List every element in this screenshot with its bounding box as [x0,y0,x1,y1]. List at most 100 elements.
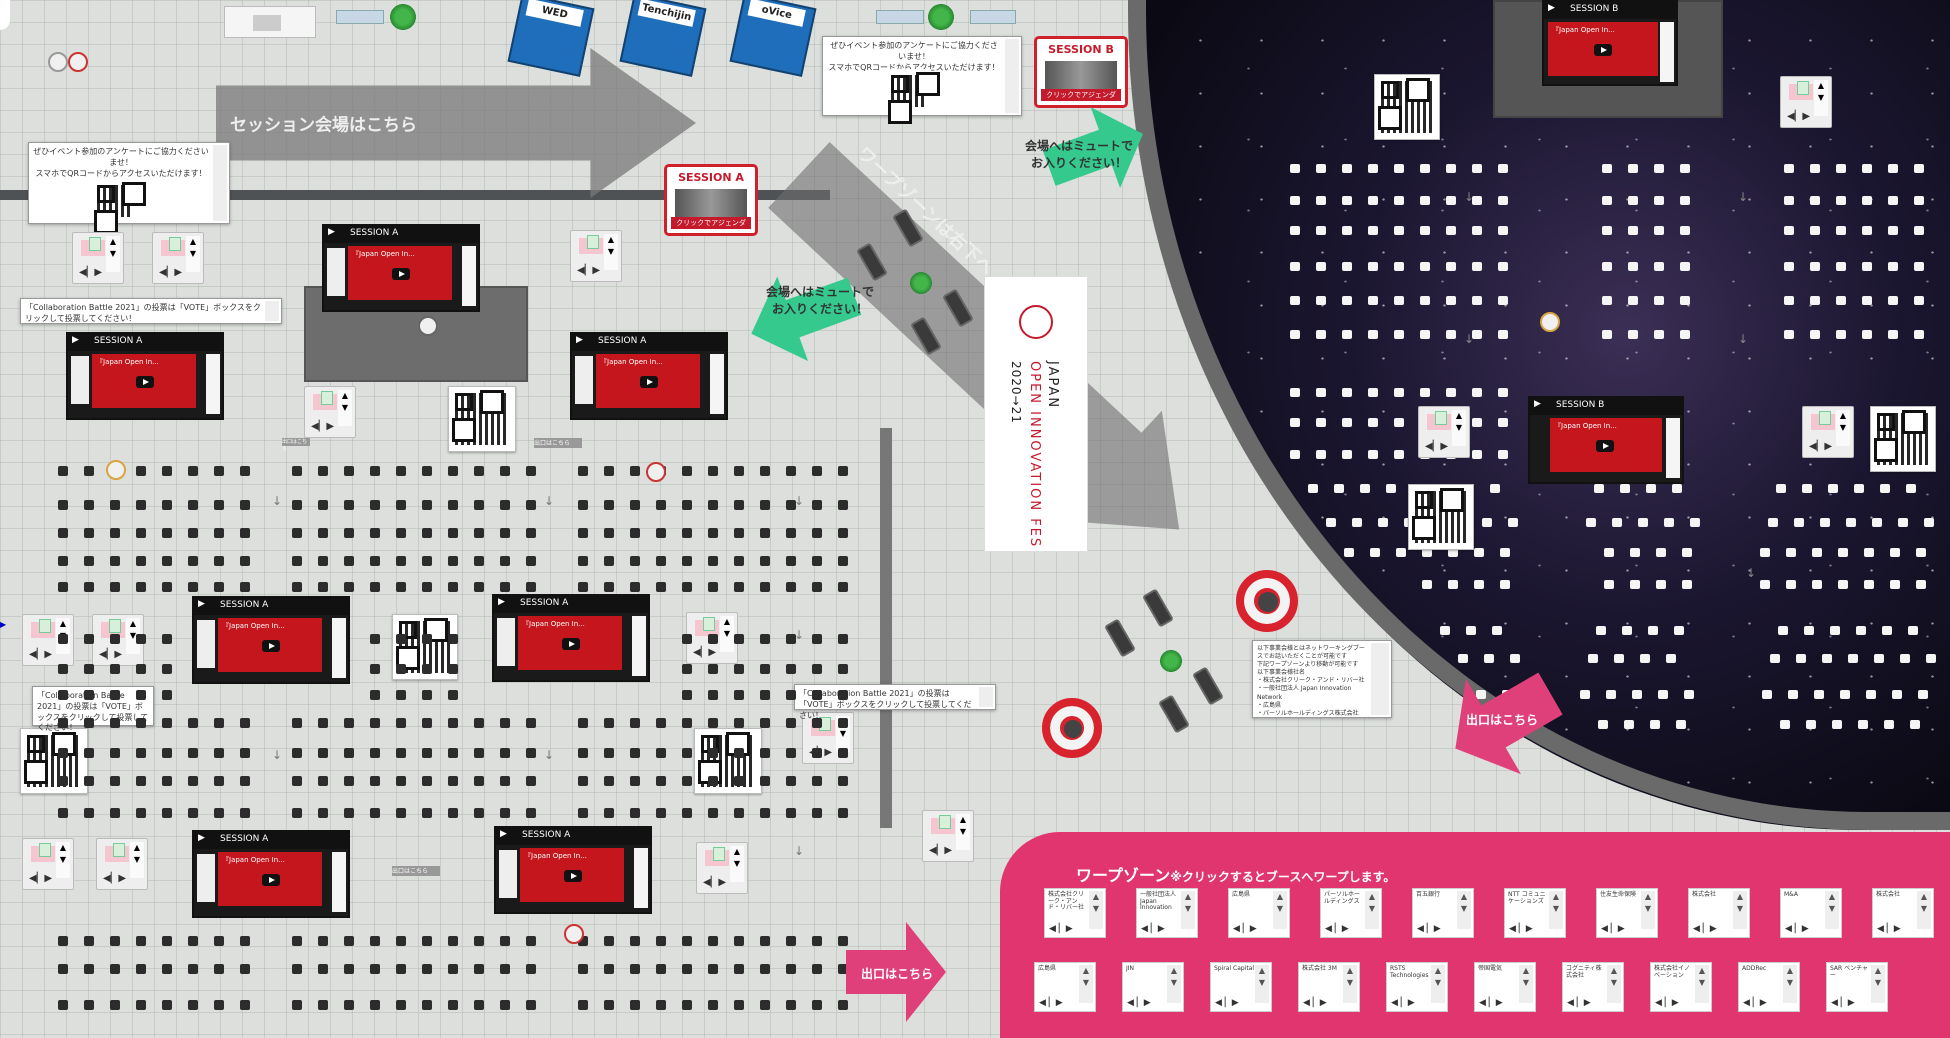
spinner[interactable]: ▲▼ [186,236,200,272]
seat[interactable] [500,582,510,592]
seat[interactable] [734,664,744,674]
seat[interactable] [448,528,458,538]
seat[interactable] [1290,330,1300,339]
seat[interactable] [214,582,224,592]
youtube-video[interactable]: 『Japan Open In... [218,618,322,672]
seat[interactable] [292,1000,302,1010]
seat[interactable] [708,1000,718,1010]
seat[interactable] [682,556,692,566]
play-icon[interactable] [262,874,280,886]
seat[interactable] [578,808,588,818]
seat[interactable] [396,664,406,674]
seat[interactable] [344,1000,354,1010]
panel-scrollbar[interactable] [332,852,346,912]
seat[interactable] [370,528,380,538]
seat[interactable] [1914,330,1924,339]
play-icon[interactable] [562,638,580,650]
seat[interactable] [1394,330,1404,339]
seat[interactable] [760,808,770,818]
seat[interactable] [1796,654,1806,663]
seat[interactable] [1602,196,1612,205]
seat[interactable] [656,964,666,974]
seat[interactable] [162,466,172,476]
seat[interactable] [1762,690,1772,699]
seat[interactable] [1316,388,1326,397]
seat[interactable] [396,528,406,538]
seat[interactable] [656,500,666,510]
youtube-video[interactable]: 『Japan Open In... [92,354,196,408]
vote-box[interactable]: ◀▏▶▲▼ [696,842,748,894]
seat[interactable] [1290,262,1300,271]
seat[interactable] [84,582,94,592]
seat[interactable] [1914,296,1924,305]
seat[interactable] [1810,296,1820,305]
seat[interactable] [58,582,68,592]
seat[interactable] [1854,484,1864,493]
seat[interactable] [1654,330,1664,339]
seat[interactable] [84,936,94,946]
seat[interactable] [396,582,406,592]
seat[interactable] [1472,226,1482,235]
seat[interactable] [1466,626,1476,635]
seat[interactable] [1344,548,1354,557]
seat[interactable] [682,808,692,818]
seat[interactable] [396,964,406,974]
seat[interactable] [1836,196,1846,205]
seat[interactable] [1596,626,1606,635]
seat[interactable] [1378,518,1388,527]
seat[interactable] [1368,262,1378,271]
seat[interactable] [214,556,224,566]
seat[interactable] [500,466,510,476]
seat[interactable] [1602,262,1612,271]
seat[interactable] [1498,296,1508,305]
seat[interactable] [1492,626,1502,635]
warp-booth-tile[interactable]: NTT コミュニケーションズ▲▼◀ ▏▶ [1504,888,1566,938]
seat[interactable] [734,466,744,476]
seat[interactable] [1628,226,1638,235]
seat[interactable] [1342,164,1352,173]
warp-booth-tile[interactable]: 住友生命保険▲▼◀ ▏▶ [1596,888,1658,938]
seat[interactable] [448,776,458,786]
seat[interactable] [812,748,822,758]
seat[interactable] [1342,418,1352,427]
seat[interactable] [1588,654,1598,663]
seat[interactable] [136,466,146,476]
seat[interactable] [58,936,68,946]
seat[interactable] [760,664,770,674]
seat[interactable] [1836,330,1846,339]
seat[interactable] [448,500,458,510]
seat[interactable] [110,690,120,700]
seat[interactable] [1622,626,1632,635]
seat[interactable] [1888,196,1898,205]
play-icon[interactable] [564,870,582,882]
seat[interactable] [812,582,822,592]
seat[interactable] [1498,388,1508,397]
seat[interactable] [1810,164,1820,173]
seat[interactable] [1474,580,1484,589]
seat[interactable] [1924,518,1934,527]
seat[interactable] [162,500,172,510]
seat[interactable] [1630,580,1640,589]
seat[interactable] [344,718,354,728]
seat[interactable] [370,776,380,786]
vote-box[interactable]: ◀▏▶▲▼ [22,838,74,890]
seat[interactable] [656,528,666,538]
seat[interactable] [1656,548,1666,557]
seat[interactable] [318,718,328,728]
seat[interactable] [1342,330,1352,339]
seat[interactable] [214,1000,224,1010]
seat[interactable] [1680,226,1690,235]
seat[interactable] [214,936,224,946]
seat[interactable] [1368,296,1378,305]
seat[interactable] [786,1000,796,1010]
seat[interactable] [1448,548,1458,557]
seat[interactable] [1604,548,1614,557]
seat[interactable] [1420,330,1430,339]
youtube-video[interactable]: 『Japan Open In... [518,616,622,670]
seat[interactable] [656,556,666,566]
seat[interactable] [1786,548,1796,557]
seat[interactable] [760,556,770,566]
seat[interactable] [812,1000,822,1010]
play-icon[interactable] [1596,440,1614,452]
seat[interactable] [1862,196,1872,205]
